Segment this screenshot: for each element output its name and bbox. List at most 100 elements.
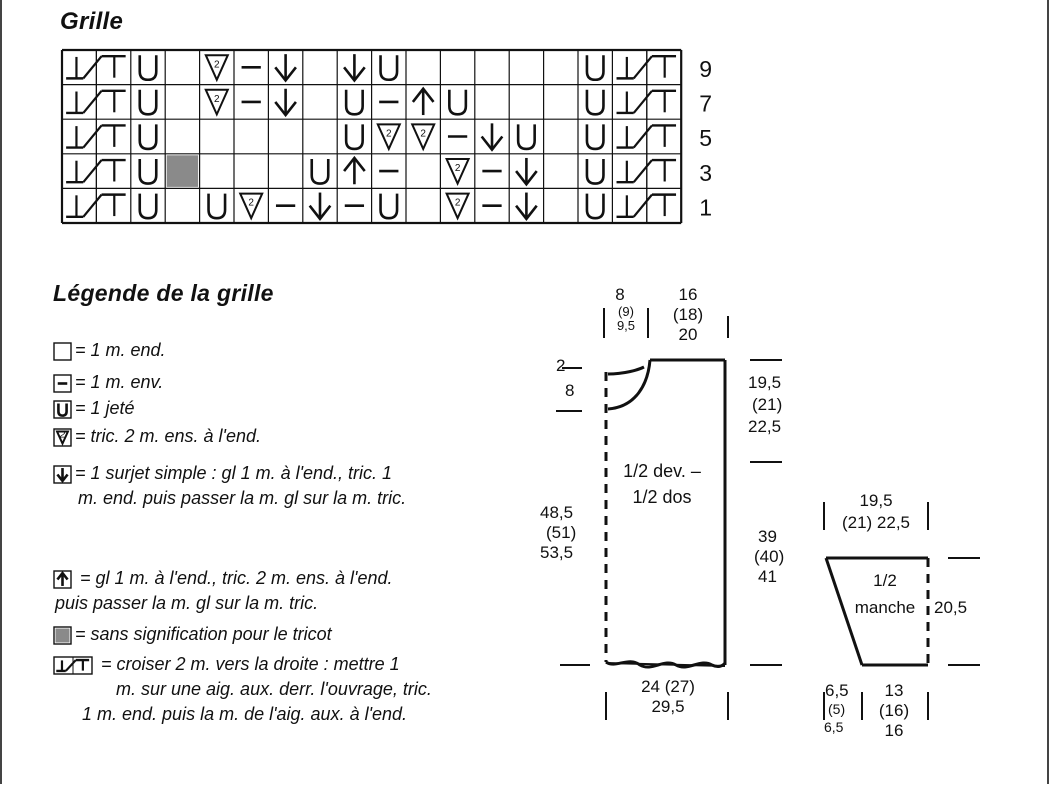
chart-cell (308, 192, 332, 221)
chart-cell (585, 158, 605, 185)
hem-line (605, 662, 726, 667)
garment-schematic: 8 (9) 9,5 16 (18) 20 2 8 1/2 dev. – 1/2 … (540, 285, 980, 740)
chart-cell (379, 55, 399, 82)
chart-cell (343, 54, 366, 83)
dim-right-lower-b: (40) (754, 547, 784, 566)
row-number: 3 (699, 160, 712, 186)
chart-cell (344, 124, 364, 151)
sleeve-bl-c: 6,5 (824, 719, 844, 735)
legend-item: = croiser 2 m. vers la droite : mettre 1 (53, 652, 400, 676)
panel-label-2: 1/2 dos (632, 487, 691, 507)
legend-symbol-icon (53, 342, 72, 361)
sleeve-bl-b: (5) (828, 701, 845, 717)
chart-cell: 2 (204, 54, 230, 83)
chart-cell: 2 (445, 157, 471, 187)
chart-gridlines (60, 48, 683, 225)
chart-cell (585, 193, 605, 220)
legend-text: = 1 m. end. (75, 340, 166, 360)
chart-cell: 2 (410, 123, 436, 152)
svg-text:2: 2 (248, 198, 254, 209)
row-number: 7 (699, 91, 712, 117)
legend-item: = 1 m. end. (53, 338, 166, 362)
chart-cell: 2 (445, 192, 471, 221)
chart-cell (344, 89, 364, 116)
svg-text:2: 2 (420, 129, 426, 140)
sleeve-label-2: manche (855, 598, 915, 617)
chart-cell (411, 86, 435, 116)
chart-cell (343, 155, 366, 185)
dim-top-right-a: 16 (679, 285, 698, 304)
legend-item: = gl 1 m. à l'end., tric. 2 m. ens. à l'… (53, 566, 393, 590)
sleeve-height: 20,5 (934, 598, 967, 617)
dim-right-upper-a: 19,5 (748, 373, 781, 392)
sleeve-label-1: 1/2 (873, 571, 897, 590)
chart-cell (138, 124, 158, 151)
legend-text: = croiser 2 m. vers la droite : mettre 1 (96, 654, 400, 674)
sleeve-br-b: (16) (879, 701, 909, 720)
chart-cell (207, 193, 227, 220)
legend-text-continued: puis passer la m. gl sur la m. tric. (55, 593, 319, 613)
sleeve-bl-a: 6,5 (825, 681, 849, 700)
chart-cell (516, 124, 536, 151)
sleeve-top-b: (21) 22,5 (842, 513, 910, 532)
dim-right-upper-b: (21) (752, 395, 782, 414)
dim-top-left-c: 9,5 (617, 318, 635, 333)
dim-left-height-b: (51) (546, 523, 576, 542)
chart-cell (585, 55, 605, 82)
svg-text:2: 2 (455, 198, 461, 209)
legend-item: = 1 surjet simple : gl 1 m. à l'end., tr… (53, 461, 392, 485)
chart-cell (138, 158, 158, 185)
sleeve-labels: 19,5 (21) 22,5 1/2 manche 20,5 6,5 (5) 6… (824, 491, 967, 740)
chart-cell (616, 50, 677, 85)
chart-cell: 2 (204, 88, 230, 117)
svg-text:2: 2 (214, 94, 220, 105)
sleeve-panel (823, 502, 980, 720)
legend-text: = 1 m. env. (75, 372, 164, 392)
chart-cell (379, 193, 399, 220)
legend-item: 2= tric. 2 m. ens. à l'end. (53, 424, 261, 448)
panel-label-1: 1/2 dev. – (623, 461, 701, 481)
row-number: 1 (699, 194, 712, 220)
chart-cell (274, 54, 297, 83)
dim-neck-a: 2 (556, 356, 565, 375)
legend-symbol-icon (53, 570, 72, 589)
chart-cell: 2 (376, 123, 402, 152)
dim-left-height-c: 53,5 (540, 543, 573, 562)
dim-top-right-c: 20 (679, 325, 698, 344)
chart-cell (138, 89, 158, 116)
chart-cell (515, 157, 538, 187)
dim-bottom-b: 29,5 (651, 697, 684, 716)
sleeve-slant-line (824, 557, 864, 666)
chart-cell (515, 192, 538, 221)
dim-top-left-a: 8 (615, 285, 624, 304)
chart-cell (66, 188, 126, 223)
sleeve-br-c: 16 (885, 721, 904, 740)
legend-title: Légende de la grille (53, 280, 274, 306)
legend-text: = 1 jeté (75, 398, 135, 418)
legend-symbol-icon (53, 656, 93, 675)
legend-text: = gl 1 m. à l'end., tric. 2 m. ens. à l'… (75, 568, 393, 588)
body-panel (556, 308, 782, 720)
chart-cell (448, 89, 468, 116)
legend-item: = 1 jeté (53, 396, 135, 420)
legend-symbol-icon (53, 400, 72, 419)
legend-item: = sans signification pour le tricot (53, 622, 332, 646)
dim-left-height-a: 48,5 (540, 503, 573, 522)
legend-text-continued: 1 m. end. puis la m. de l'aig. aux. à l'… (82, 704, 408, 724)
legend-text-continued: m. end. puis passer la m. gl sur la m. t… (78, 488, 407, 508)
legend-symbol-icon: 2 (53, 428, 72, 447)
chart-cell (616, 84, 677, 120)
sleeve-br-a: 13 (885, 681, 904, 700)
chart-cell: 2 (238, 192, 264, 221)
legend-text-continued: m. sur une aig. aux. derr. l'ouvrage, tr… (116, 679, 432, 699)
legend-symbol-icon (53, 626, 72, 645)
chart-cell (585, 124, 605, 151)
chart-cell (166, 155, 199, 187)
neckline-curve (607, 359, 652, 411)
chart-cell (310, 158, 330, 185)
row-number: 5 (699, 125, 712, 151)
dim-right-lower-c: 41 (758, 567, 777, 586)
chart-cell (66, 153, 126, 189)
